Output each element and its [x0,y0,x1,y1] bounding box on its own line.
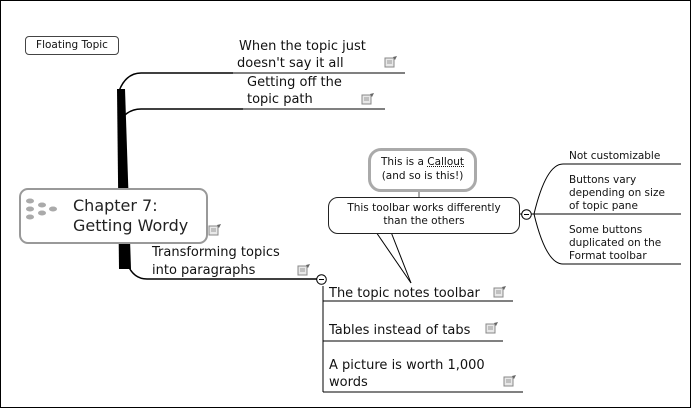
topic-getting-off-line2[interactable]: topic path [247,92,313,107]
central-topic-line2: Getting Wordy [73,216,189,235]
topic-not-customizable[interactable]: Not customizable [569,150,661,162]
topic-when-line2[interactable]: doesn't say it all [237,56,344,71]
connector-some-buttons [533,213,681,265]
callout-line1-word: Callout [427,156,465,168]
toolbar-callout-line2: than the others [383,215,465,227]
topic-transforming-line2[interactable]: into paragraphs [152,263,256,278]
callout-line2: (and so is this!) [381,170,464,182]
topic-buttons-vary-line3[interactable]: of topic pane [569,200,638,212]
connector-when [118,72,233,92]
central-topic-line1: Chapter 7: [73,196,158,215]
topic-notes-toolbar[interactable]: The topic notes toolbar [329,286,480,301]
topic-notes-icon[interactable] [493,286,507,298]
connector-not-customizable [533,163,681,215]
floating-topic[interactable]: Floating Topic [25,36,119,55]
collapse-toggle-icon[interactable] [521,209,532,220]
central-topic[interactable]: Chapter 7: Getting Wordy [19,188,208,244]
topic-buttons-vary-line2[interactable]: depending on size [569,187,665,199]
topic-buttons-vary-line1[interactable]: Buttons vary [569,174,637,186]
callout-line1-prefix: This is a [380,156,428,168]
topic-getting-off-line1[interactable]: Getting off the [247,75,342,90]
connector-getting-off [120,108,243,120]
topic-notes-icon[interactable] [297,264,311,276]
callout-pointer-a [375,231,412,284]
topic-when-line1[interactable]: When the topic just [239,39,366,54]
connector-transforming [126,262,319,280]
topic-picture-line2[interactable]: words [329,375,368,390]
callout-bubble[interactable]: This is a Callout (and so is this!) [368,148,477,192]
map-tree-icon [26,198,57,220]
topic-notes-icon[interactable] [208,224,222,236]
topic-notes-icon[interactable] [485,322,499,334]
topic-some-buttons-line3[interactable]: Format toolbar [569,250,647,262]
callout-pointer-b [390,231,412,284]
topic-notes-icon[interactable] [503,375,517,387]
topic-transforming-line1[interactable]: Transforming topics [152,245,280,260]
topic-some-buttons-line2[interactable]: duplicated on the [569,237,662,249]
topic-notes-icon[interactable] [361,93,375,105]
topic-tables[interactable]: Tables instead of tabs [329,323,471,338]
toolbar-callout-bubble[interactable]: This toolbar works differently than the … [328,197,520,234]
topic-picture-line1[interactable]: A picture is worth 1,000 [329,358,485,373]
toolbar-callout-line1: This toolbar works differently [347,202,501,214]
collapse-toggle-icon[interactable] [316,274,327,285]
topic-some-buttons-line1[interactable]: Some buttons [569,224,643,236]
topic-notes-icon[interactable] [384,56,398,68]
